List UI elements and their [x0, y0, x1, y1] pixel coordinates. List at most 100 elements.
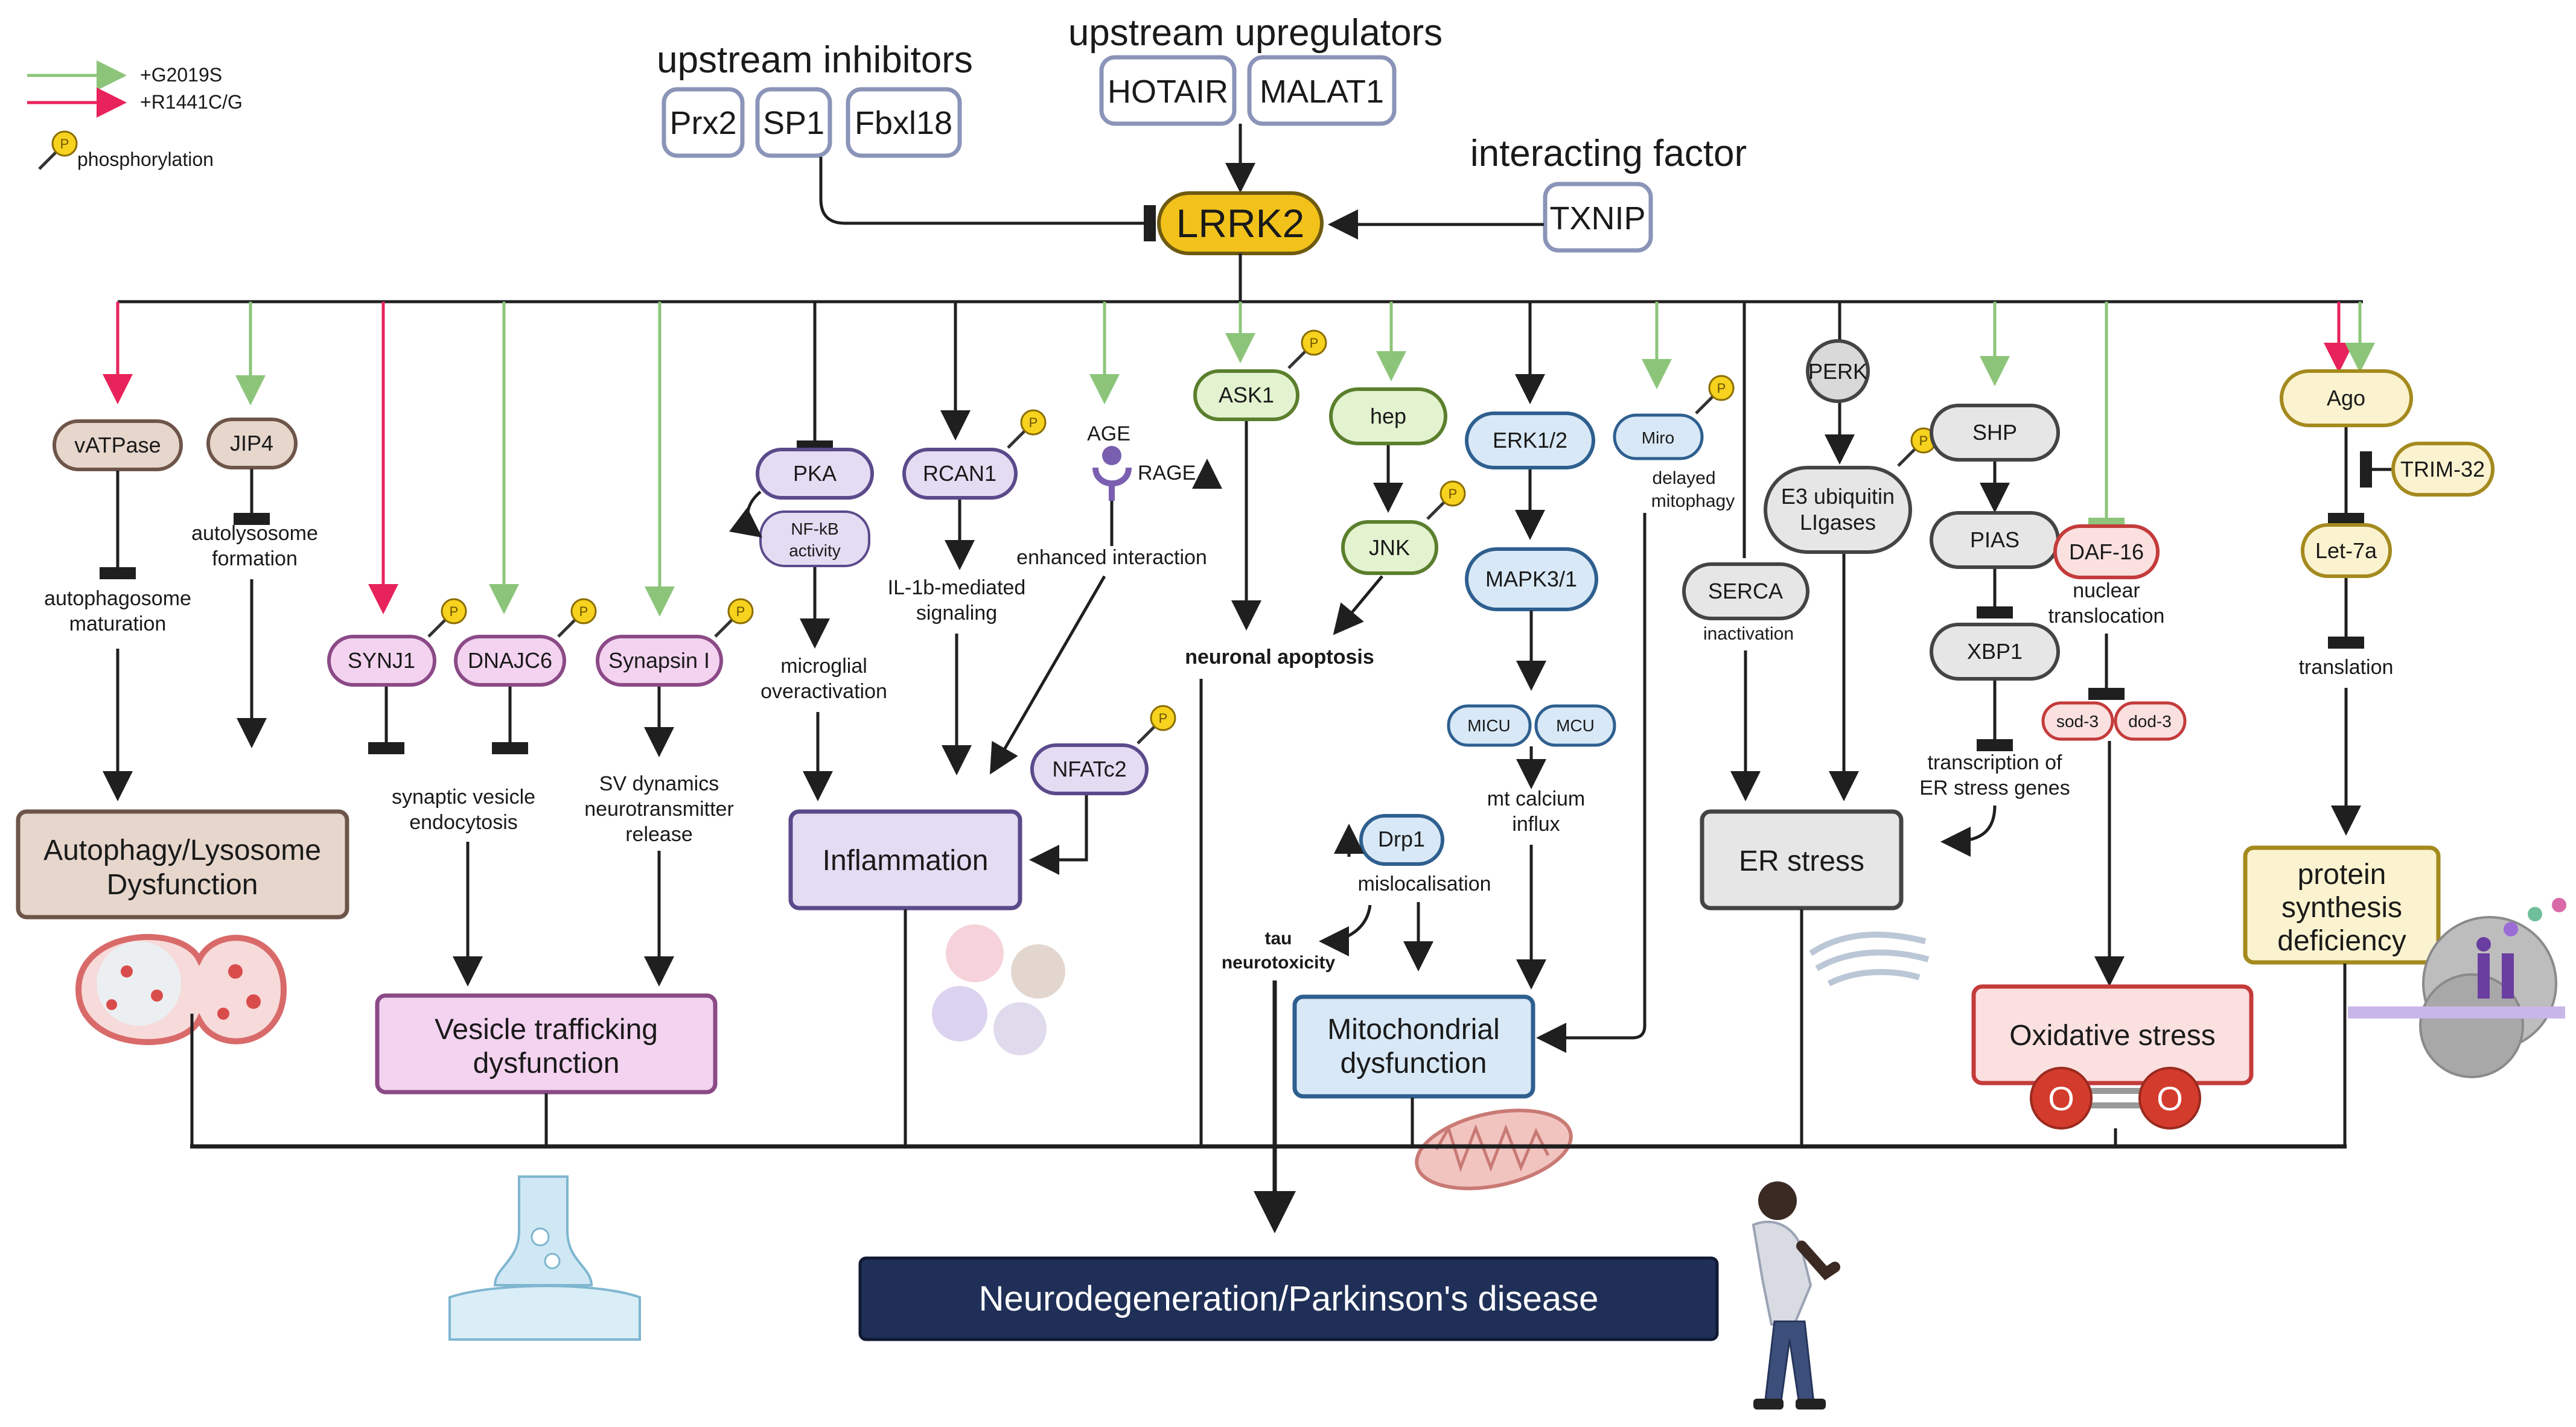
label-translocation: translocation — [2048, 605, 2165, 628]
label-delayed: delayed — [1652, 468, 1715, 488]
node-mcu — [1534, 704, 1616, 747]
node-prx2 — [662, 87, 745, 158]
upstream-inhibitors: Prx2 SP1 Fbxl18 — [662, 87, 962, 158]
node-nfkb-label-1: NF-kB — [791, 520, 838, 538]
jnk-arrow — [1333, 575, 1383, 635]
oxygen-molecule-illustration: O O — [2030, 1067, 2201, 1130]
mitochondrion-illustration — [1415, 1108, 1573, 1190]
node-daf16 — [2053, 524, 2160, 579]
outcome-inflammation — [788, 809, 1022, 911]
node-drp1-label: Drp1 — [1378, 827, 1425, 851]
outcome-oxidative — [1971, 984, 2254, 1085]
final-outcome-label: Neurodegeneration/Parkinson's disease — [979, 1279, 1599, 1318]
nfatc2-arrow — [1029, 795, 1088, 875]
node-prx2-label: Prx2 — [669, 105, 736, 141]
node-trim32-label: TRIM-32 — [2400, 457, 2485, 481]
outcome-mito-label-1: Mitochondrial — [1327, 1014, 1499, 1046]
heading-upstream-inhibitors: upstream inhibitors — [657, 39, 973, 81]
node-dnajc6 — [454, 635, 566, 687]
label-autolysosome: autolysosome — [191, 522, 318, 545]
lysosome-illustration — [75, 933, 287, 1046]
node-nfatc2-label: NFATc2 — [1052, 757, 1126, 781]
node-sp1 — [755, 87, 832, 158]
enhanced-to-inflammation-arrow — [989, 575, 1106, 775]
node-hep — [1329, 387, 1447, 445]
node-e3-ligases — [1764, 466, 1912, 554]
label-mitophagy: mitophagy — [1651, 491, 1735, 511]
node-jnk — [1341, 520, 1438, 575]
label-microglial: microglial — [780, 655, 867, 678]
node-nfkb-label-2: activity — [789, 541, 841, 560]
node-vatpase-label: vATPase — [74, 433, 161, 457]
outcome-mitochondria — [1292, 994, 1535, 1099]
label-overactivation: overactivation — [760, 680, 887, 703]
mitophagy-to-mito-arrow — [1536, 513, 1647, 1053]
label-sv-dynamics: SV dynamics — [599, 772, 719, 795]
node-fbxl18-label: Fbxl18 — [855, 105, 952, 141]
outcome-autophagy-label-1: Autophagy/Lysosome — [43, 834, 321, 866]
node-xbp1-label: XBP1 — [1967, 639, 2023, 664]
label-endocytosis: endocytosis — [409, 811, 518, 834]
label-formation: formation — [212, 547, 298, 570]
synapse-illustration — [448, 1175, 641, 1341]
node-let7a — [2301, 523, 2392, 578]
node-ask1-label: ASK1 — [1219, 383, 1274, 407]
legend-g2019s: +G2019S — [140, 64, 222, 86]
node-let7a-label: Let-7a — [2315, 538, 2377, 563]
node-rcan1 — [902, 448, 1018, 500]
node-sod3 — [2041, 701, 2114, 741]
node-rcan1-label: RCAN1 — [923, 461, 996, 486]
dnajc6-phospho-icon — [558, 599, 596, 637]
outcome-protein-synthesis — [2243, 845, 2441, 965]
node-synj1-label: SYNJ1 — [348, 648, 415, 673]
node-serca — [1682, 562, 1809, 620]
node-dod3 — [2114, 701, 2187, 741]
node-pka — [756, 448, 874, 500]
node-txnip — [1543, 182, 1653, 253]
pka-to-nfkb-arrow — [729, 491, 762, 538]
outcome-autophagy — [16, 809, 349, 920]
mislocalisation-to-tau-arrow — [1319, 904, 1372, 956]
immune-cells-illustration — [932, 924, 1065, 1055]
label-autophagosome: autophagosome — [44, 587, 191, 610]
label-transcription-of: transcription of — [1928, 751, 2063, 774]
node-serca-label: SERCA — [1708, 579, 1783, 603]
node-jnk-label: JNK — [1369, 535, 1410, 560]
er-genes-to-er-stress-arrow — [1940, 805, 1997, 857]
label-nuclear: nuclear — [2073, 579, 2140, 602]
node-e3-label-2: LIgases — [1800, 510, 1876, 535]
node-daf16-label: DAF-16 — [2069, 539, 2144, 564]
outcome-protein-label-1: protein — [2298, 859, 2386, 891]
node-malat1 — [1247, 55, 1397, 126]
svg-text:O: O — [2157, 1079, 2183, 1117]
legend-phosphorylation: phosphorylation — [77, 148, 214, 170]
node-pka-label: PKA — [793, 461, 837, 486]
node-jip4-label: JIP4 — [230, 431, 273, 456]
node-micu — [1447, 704, 1532, 747]
label-translation: translation — [2299, 656, 2394, 679]
jnk-phospho-icon — [1427, 481, 1465, 519]
node-vatpase — [53, 419, 183, 471]
label-signaling: signaling — [916, 602, 997, 625]
node-xbp1 — [1930, 623, 2060, 681]
label-tau: tau — [1265, 929, 1292, 949]
node-mcu-label: MCU — [1556, 716, 1595, 735]
node-mapk-label: MAPK3/1 — [1485, 567, 1577, 591]
elderly-person-illustration — [1752, 1181, 1840, 1410]
label-mislocalisation: mislocalisation — [1357, 872, 1491, 895]
node-malat1-label: MALAT1 — [1260, 74, 1384, 110]
node-mapk — [1465, 547, 1598, 611]
node-dod3-label: dod-3 — [2128, 712, 2172, 731]
label-inactivation: inactivation — [1703, 624, 1794, 644]
label-synaptic-vesicle: synaptic vesicle — [392, 786, 535, 809]
node-synapsin-label: Synapsin I — [608, 648, 710, 673]
node-sp1-label: SP1 — [763, 105, 824, 141]
ribosome-illustration — [2348, 898, 2566, 1078]
inhibitor-to-lrrk2-line — [819, 157, 1156, 241]
node-hep-label: hep — [1370, 404, 1406, 428]
node-perk — [1806, 339, 1870, 403]
label-maturation: maturation — [69, 612, 167, 635]
svg-text:O: O — [2048, 1079, 2074, 1117]
outcome-er-stress — [1700, 809, 1904, 911]
